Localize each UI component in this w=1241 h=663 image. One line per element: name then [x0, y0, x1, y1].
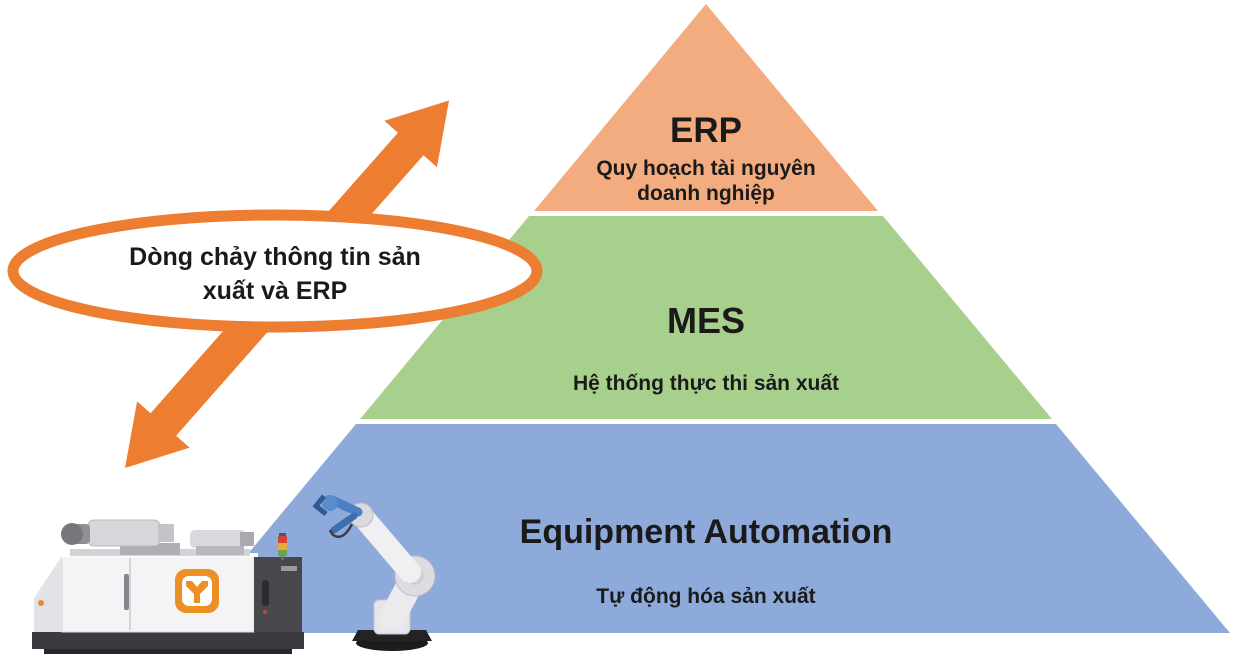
tier-erp-subtitle-line1: Quy hoạch tài nguyên: [596, 157, 816, 180]
industrial-machine-illustration: [32, 519, 304, 654]
machine-body: [61, 555, 255, 633]
stack-light-icon: [278, 533, 287, 560]
robot-arm-illustration: [312, 494, 436, 651]
callout-ellipse: [7, 209, 543, 333]
tier-erp-title: ERP: [670, 111, 742, 150]
tier-erp-shape: [534, 4, 878, 211]
machine-base: [32, 632, 304, 649]
machine-motor: [87, 519, 161, 547]
pyramid: [182, 4, 1230, 633]
tier-equipment-shape: [182, 424, 1230, 633]
tier-mes-subtitle: Hệ thống thực thi sản xuất: [572, 372, 840, 395]
tier-equipment-subtitle: Tự động hóa sản xuất: [596, 585, 816, 608]
machine-brand-logo-icon: [175, 569, 219, 613]
tier-mes-title: MES: [666, 300, 745, 341]
callout-label: Dòng chảy thông tin sản xuất và ERP: [45, 240, 505, 308]
tier-equipment-title: Equipment Automation: [519, 513, 893, 551]
robot-gripper: [312, 494, 363, 538]
callout-label-line1: Dòng chảy thông tin sản: [129, 243, 421, 271]
machine-door-handle: [124, 574, 129, 610]
callout-label-line2: xuất và ERP: [202, 277, 348, 305]
tier-erp-subtitle: Quy hoạch tài nguyên doanh nghiệp: [506, 156, 906, 206]
tier-erp-subtitle-line2: doanh nghiệp: [637, 182, 775, 205]
